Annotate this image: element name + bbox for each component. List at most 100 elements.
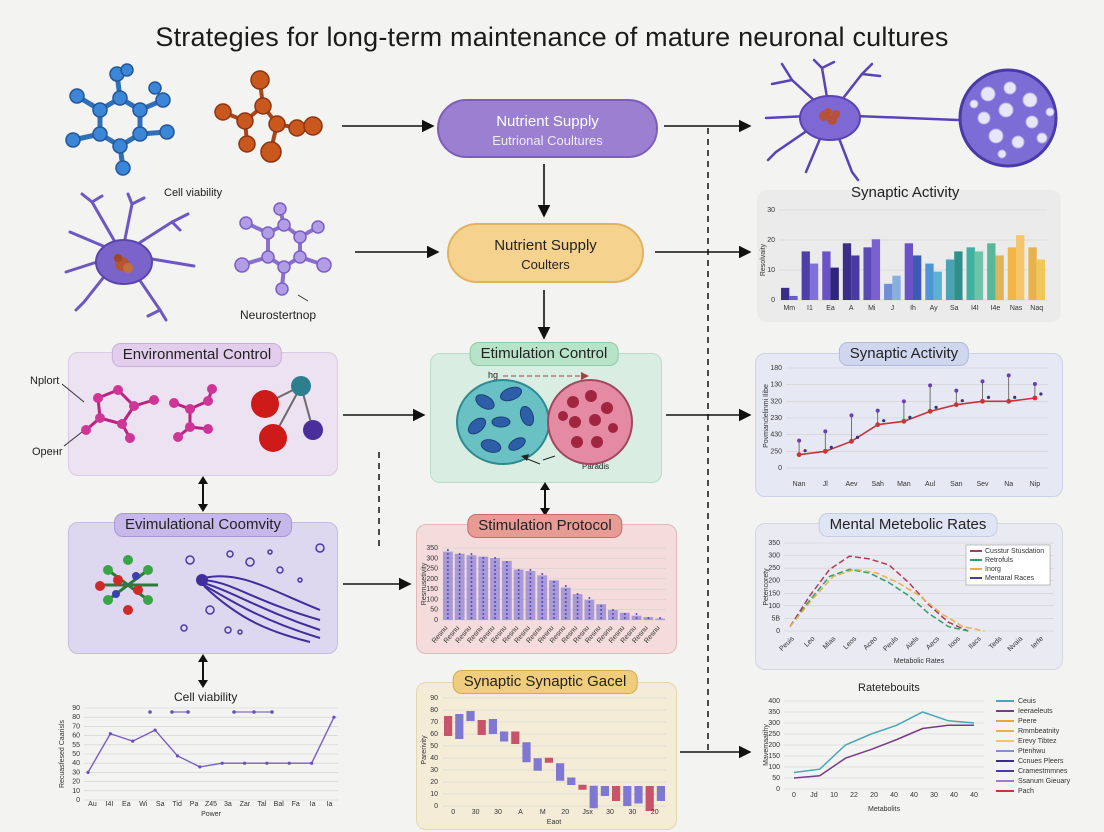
bar	[863, 247, 872, 300]
bar-dot	[541, 617, 544, 619]
bar-dot	[635, 617, 638, 619]
cell-label: Paradis	[582, 462, 610, 471]
x-tick-label: A	[849, 305, 854, 312]
bar	[995, 255, 1004, 300]
x-tick-label: 30	[930, 792, 938, 799]
y-tick-label: 10	[72, 788, 80, 795]
series-line	[793, 724, 974, 779]
y-tick-label: 30	[767, 207, 775, 214]
bar-dot	[564, 613, 567, 615]
y-tick-label: 10	[430, 791, 438, 798]
bar	[1028, 247, 1037, 300]
x-tick-label: I4e	[991, 305, 1001, 312]
nutrient-supply-node-2[interactable]: Nutrient Supply Coulters	[447, 223, 644, 283]
evimulational-label: Evimulational Coomvity	[114, 513, 292, 537]
x-tick-label: 30	[606, 809, 614, 816]
bar-dot	[482, 613, 485, 615]
y-tick-label: 5B	[771, 615, 780, 622]
bar-dot	[470, 553, 473, 555]
x-tick-label: Ia	[327, 801, 333, 808]
bar-dot	[470, 565, 473, 567]
x-tick-label: Ea	[122, 801, 131, 808]
y-tick-label: 300	[768, 553, 780, 560]
bar	[1016, 235, 1025, 300]
x-tick-label: M	[540, 809, 546, 816]
bar-dot	[505, 597, 508, 599]
bar-dot	[576, 597, 579, 599]
legend-label: Erevy Tibtez	[1018, 738, 1057, 745]
bar-dot	[588, 613, 591, 615]
bar-dot	[564, 601, 567, 603]
x-axis-label: Power	[201, 811, 222, 818]
bar-dot	[529, 617, 532, 619]
bar	[533, 758, 542, 771]
data-point	[849, 438, 854, 444]
bar	[444, 716, 453, 736]
bar-dot	[470, 569, 473, 571]
bar-dot	[494, 589, 497, 591]
bar-dot	[541, 605, 544, 607]
bar-dot	[458, 569, 461, 571]
bar-dot	[611, 617, 614, 619]
bar-dot	[446, 585, 449, 587]
bar-dot	[517, 577, 520, 579]
x-tick-label: 20	[651, 809, 659, 816]
bar-dot	[446, 609, 449, 611]
bar-dot	[458, 581, 461, 583]
bar-dot	[482, 581, 485, 583]
y-tick-label: 0	[76, 797, 80, 804]
synaptic-activity-line-title: Synaptic Activity	[838, 342, 970, 366]
bar	[623, 786, 632, 806]
bar-dot	[541, 585, 544, 587]
bar-dot	[517, 573, 520, 575]
y-axis-label: Povmanclelinmi Ilibe	[763, 384, 770, 448]
data-point	[332, 715, 336, 719]
bar-dot	[505, 617, 508, 619]
y-axis-label: Mavemaatihy	[763, 724, 770, 766]
bar-dot	[458, 613, 461, 615]
data-point	[220, 761, 224, 765]
bar-dot	[541, 577, 544, 579]
bar-dot	[446, 557, 449, 559]
legend-label: Ieeraeleuts	[1018, 708, 1053, 715]
bar-dot	[505, 589, 508, 591]
x-tick-label: Nip	[1030, 481, 1041, 488]
bar	[884, 283, 893, 300]
neural-fiber-icon	[180, 543, 325, 643]
y-tick-label: 30	[72, 769, 80, 776]
bar-dot	[600, 613, 603, 615]
y-axis-label: Resolvaity	[760, 243, 767, 276]
scatter-point	[829, 445, 833, 449]
x-tick-label: 0	[451, 809, 455, 816]
y-tick-label: 200	[768, 578, 780, 585]
bar-dot	[529, 585, 532, 587]
y-tick-label: 200	[426, 576, 438, 583]
nutrient-supply-node-1[interactable]: Nutrient Supply Eutrional Coultures	[437, 99, 658, 158]
bar-dot	[470, 589, 473, 591]
arrow-text-label: hg	[488, 370, 499, 380]
bar	[809, 263, 819, 300]
legend-label: Rmmbeatnity	[1018, 728, 1060, 735]
stimulation-protocol-chart: 050100150200250300350ResrrusetivityResnu…	[421, 545, 666, 645]
bar-dot	[517, 593, 520, 595]
bar	[477, 720, 486, 735]
bar-dot	[458, 573, 461, 575]
bar-dot	[470, 573, 473, 575]
x-axis-label: Eaot	[547, 819, 561, 826]
x-tick-label: Man	[897, 481, 911, 488]
bar	[945, 259, 955, 300]
node1-subtitle: Eutrional Coultures	[492, 133, 603, 148]
bar-dot	[470, 605, 473, 607]
y-tick-label: 0	[771, 297, 775, 304]
x-axis-label: Metabolits	[868, 806, 900, 813]
bar-dot	[541, 597, 544, 599]
series-line	[798, 397, 1036, 456]
bar	[466, 711, 475, 721]
data-point	[796, 452, 802, 458]
scatter-point	[928, 383, 933, 388]
bar	[892, 275, 901, 300]
series-line	[87, 716, 335, 773]
bar-dot	[470, 601, 473, 603]
